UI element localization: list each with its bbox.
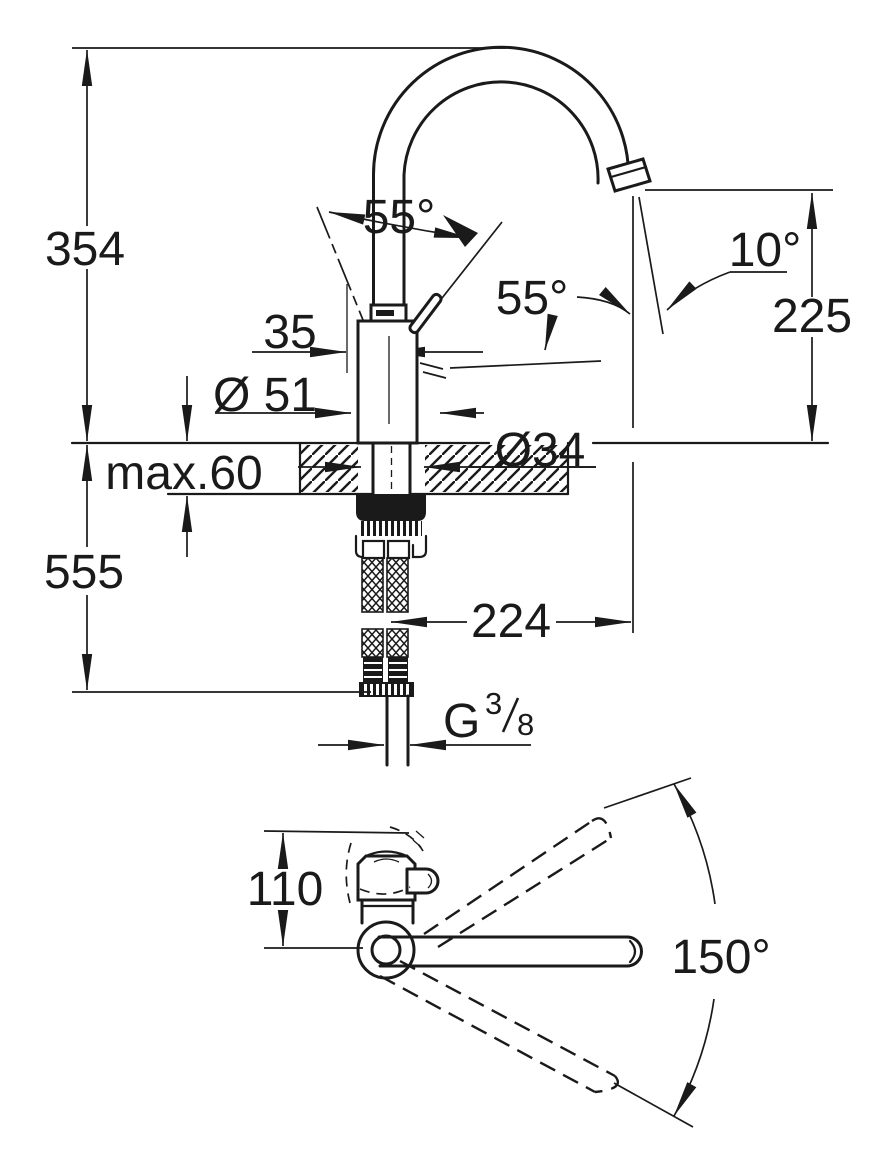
angle-55b-leader-right bbox=[576, 286, 631, 315]
label-110: 110 bbox=[247, 863, 324, 916]
hose-left-lower bbox=[361, 628, 384, 658]
swivel-ext-bottom bbox=[613, 1082, 694, 1128]
spout-inner-arc bbox=[402, 80, 600, 185]
swivel-arc-upper bbox=[673, 783, 716, 905]
label-max60: max.60 bbox=[105, 447, 262, 500]
lever-knob-top bbox=[405, 867, 440, 895]
hose-right-lower bbox=[386, 628, 409, 658]
ghost-spout-lower bbox=[379, 959, 616, 1094]
mounting-shank bbox=[371, 441, 412, 496]
top-dimension-lines bbox=[263, 777, 716, 1128]
countertop-hatch-right bbox=[425, 445, 568, 492]
label-dia51: Ø 51 bbox=[213, 369, 317, 422]
riser-tube bbox=[372, 173, 406, 308]
angle-55-arrowhead bbox=[443, 215, 478, 247]
spout-end-inner bbox=[628, 939, 637, 964]
hose-left-upper bbox=[361, 557, 384, 613]
lever-handle bbox=[408, 292, 443, 335]
front-view: 354 555 max.60 Ø 51 35 Ø34 55° 55° 10° 2… bbox=[44, 45, 852, 767]
lever-horizontal-axis bbox=[449, 360, 602, 369]
label-224: 224 bbox=[471, 595, 551, 648]
thread-nut bbox=[359, 682, 414, 697]
spout-nozzle bbox=[606, 157, 652, 193]
label-225: 225 bbox=[772, 290, 852, 343]
swivel-arc-lower bbox=[673, 998, 715, 1117]
label-thread-g38: G 3 8 bbox=[443, 686, 534, 748]
countertop-edges bbox=[298, 441, 570, 496]
faucet-body bbox=[356, 319, 419, 445]
ghost-ticks bbox=[412, 830, 425, 848]
front-labels: 354 555 max.60 Ø 51 35 Ø34 55° 55° 10° 2… bbox=[44, 191, 852, 748]
countertop-hatch-left bbox=[300, 445, 358, 492]
label-150: 150° bbox=[671, 931, 770, 984]
angle-55b-leader-down bbox=[544, 313, 558, 351]
knob-end-line bbox=[427, 873, 433, 889]
ghost-body-arc bbox=[345, 842, 352, 904]
mounting-hardware bbox=[354, 441, 428, 560]
fraction-slash bbox=[501, 697, 520, 733]
hose-right-upper bbox=[386, 557, 409, 613]
countertop bbox=[70, 441, 830, 496]
faucet-front bbox=[356, 45, 652, 445]
ghost-spout-lower-cap bbox=[594, 1075, 620, 1094]
label-555: 555 bbox=[44, 546, 124, 599]
label-354: 354 bbox=[45, 223, 125, 276]
spout-outer-arc bbox=[371, 45, 630, 188]
ghost-spout-upper bbox=[423, 820, 612, 949]
ghost-spout-upper-cap bbox=[591, 817, 613, 839]
thread-denominator: 8 bbox=[517, 707, 534, 742]
swivel-ghost-positions bbox=[379, 817, 620, 1094]
angle-10-arc bbox=[666, 271, 731, 311]
ghost-top-arc bbox=[389, 826, 424, 852]
axis-break-ticks bbox=[419, 362, 447, 379]
hose-connector-right bbox=[386, 539, 411, 560]
nut-serration bbox=[360, 521, 422, 536]
spout-end-cap bbox=[625, 935, 643, 968]
ghost-cross-arc bbox=[359, 886, 411, 895]
nozzle-seam bbox=[609, 165, 648, 179]
thread-letter: G bbox=[443, 695, 480, 748]
top-view: 110 150° bbox=[247, 777, 771, 1128]
label-55-1: 55° bbox=[363, 191, 436, 244]
label-10: 10° bbox=[729, 224, 802, 277]
lever-open-axis bbox=[316, 206, 364, 321]
supply-hoses bbox=[359, 557, 414, 767]
faucet-top bbox=[345, 826, 643, 980]
angle-55-arc-1 bbox=[328, 211, 471, 239]
swivel-ext-top bbox=[603, 777, 692, 809]
connection-pipe bbox=[385, 694, 410, 767]
mounting-nut bbox=[356, 494, 426, 521]
hose-connector-left bbox=[361, 539, 386, 560]
top-labels: 110 150° bbox=[247, 863, 771, 984]
label-35: 35 bbox=[263, 306, 316, 359]
cartridge-dome-inner bbox=[373, 858, 400, 863]
sleeve-ridges bbox=[364, 662, 407, 678]
label-55-2: 55° bbox=[496, 272, 569, 325]
label-dia34: Ø34 bbox=[495, 424, 586, 477]
cartridge-dome bbox=[364, 850, 409, 858]
outlet-angle-line bbox=[638, 196, 664, 335]
spout-tube-top bbox=[377, 935, 629, 968]
dim-110-ext-top bbox=[263, 830, 410, 834]
thread-numerator: 3 bbox=[485, 686, 502, 721]
cap-detail bbox=[376, 310, 394, 316]
